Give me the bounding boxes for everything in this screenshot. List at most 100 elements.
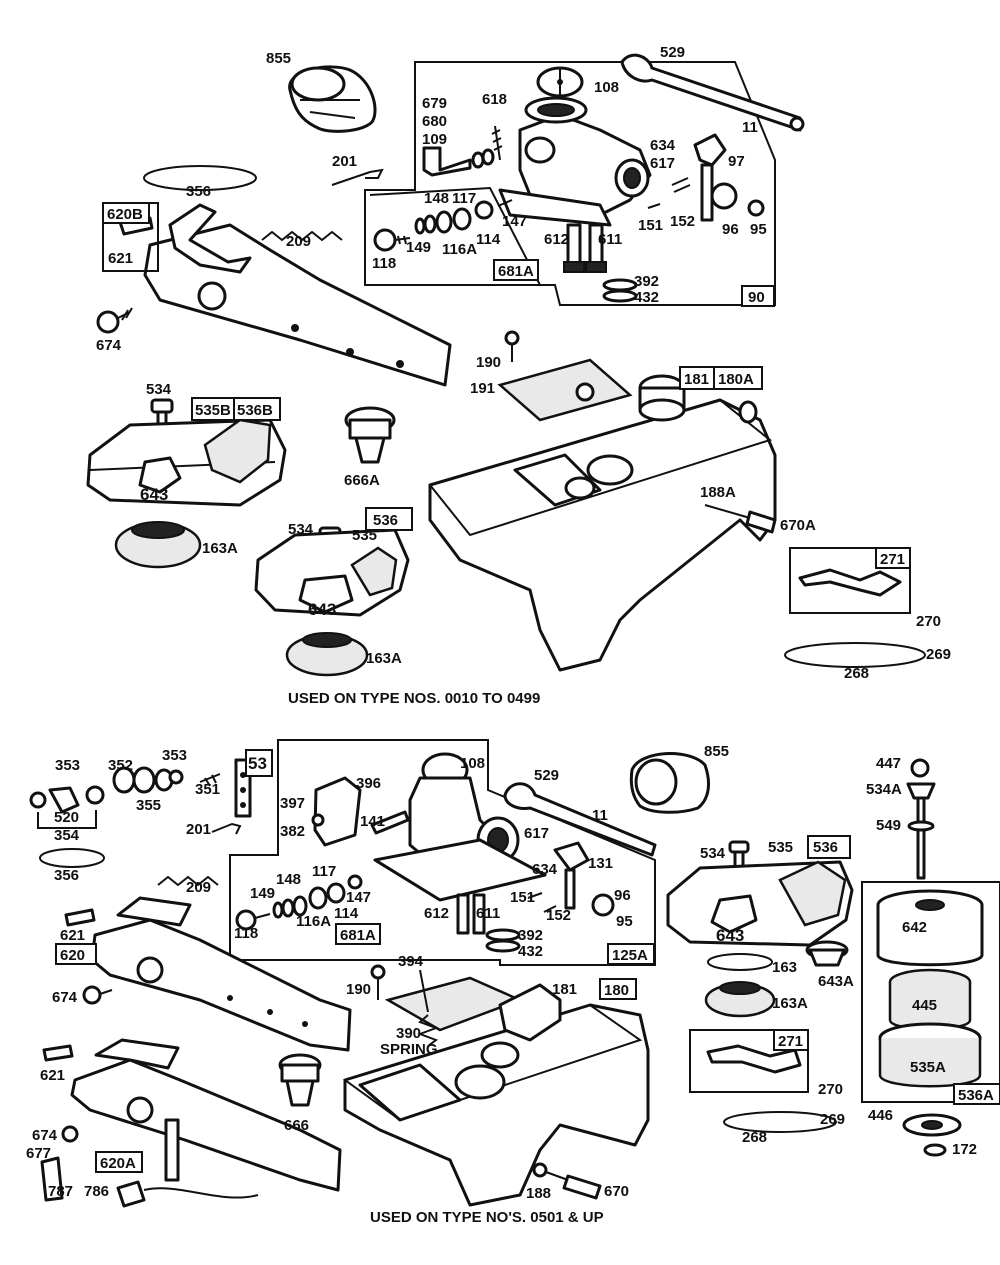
label-172: 172 xyxy=(952,1141,977,1158)
label-269: 269 xyxy=(926,646,951,663)
needle-valve-parts-bottom xyxy=(235,874,363,931)
fuel-pipe-11 xyxy=(620,53,805,132)
label-536B: 536B xyxy=(237,402,273,419)
gasket-432 xyxy=(602,289,638,303)
box-271b xyxy=(773,1029,809,1051)
label-643A: 643A xyxy=(818,973,854,990)
label-181b: 181 xyxy=(552,981,577,998)
label-118: 118 xyxy=(372,255,396,272)
label-535B: 535B xyxy=(195,402,231,419)
label-643b2: 643 xyxy=(716,926,744,945)
box-681Ab xyxy=(335,923,381,945)
label-209: 209 xyxy=(286,233,311,250)
label-611: 611 xyxy=(598,231,622,248)
filter-163A-center xyxy=(285,632,369,677)
label-351: 351 xyxy=(195,781,220,798)
box-536b xyxy=(807,835,851,859)
air-cleaner-536B xyxy=(86,398,287,507)
carburetor-body-bottom xyxy=(373,752,547,935)
gasket-432-bottom xyxy=(485,939,521,953)
label-180: 180 xyxy=(604,982,629,999)
governor-small-parts xyxy=(29,766,221,868)
label-397: 397 xyxy=(280,795,305,812)
label-390: 390 xyxy=(396,1025,421,1042)
filter-163A-upper xyxy=(114,521,202,569)
air-cleaner-536A-stack xyxy=(861,758,1000,1157)
label-674b2: 674 xyxy=(52,989,78,1006)
label-670A: 670A xyxy=(780,517,816,534)
label-679: 679 xyxy=(422,95,447,112)
carburetor-body xyxy=(498,96,652,273)
label-352: 352 xyxy=(108,757,133,774)
link-201-bottom xyxy=(211,822,242,835)
label-666A: 666A xyxy=(344,472,380,489)
label-53: 53 xyxy=(248,754,267,773)
label-209b: 209 xyxy=(186,879,211,896)
fuel-tank-top xyxy=(428,374,777,672)
control-bracket xyxy=(143,203,452,387)
label-188A: 188A xyxy=(700,484,736,501)
control-bracket-620A xyxy=(70,1038,342,1192)
label-149b: 149 xyxy=(250,885,275,902)
element-643A xyxy=(805,940,849,967)
label-534b: 534 xyxy=(288,521,314,538)
label-681A: 681A xyxy=(498,263,534,280)
air-elbow-855 xyxy=(288,65,377,133)
label-432: 432 xyxy=(634,289,659,306)
box-53 xyxy=(245,749,273,777)
label-163Ab: 163A xyxy=(366,650,402,667)
label-141: 141 xyxy=(360,813,385,830)
carburetor-group-frame-bottom xyxy=(229,739,656,966)
label-271: 271 xyxy=(880,551,905,568)
label-620B: 620B xyxy=(107,206,143,223)
label-96: 96 xyxy=(722,221,739,238)
label-549: 549 xyxy=(876,817,901,834)
fuel-line-670 xyxy=(532,1162,602,1200)
box-536A xyxy=(953,1083,1000,1105)
label-163: 163 xyxy=(772,959,797,976)
label-95b: 95 xyxy=(616,913,633,930)
label-855: 855 xyxy=(266,50,291,67)
throttle-parts-bottom xyxy=(527,841,615,917)
fuel-pipe-11-bottom xyxy=(503,782,657,857)
label-271b: 271 xyxy=(778,1033,803,1050)
top-assembly: 855 529 108 679 618 680 109 634 617 97 1… xyxy=(86,44,951,707)
label-163A: 163A xyxy=(202,540,238,557)
box-620A xyxy=(95,1151,143,1173)
box-90 xyxy=(741,285,775,307)
bottom-assembly: 353 352 353 53 396 108 855 529 447 534A … xyxy=(26,739,1000,1226)
label-529b: 529 xyxy=(534,767,559,784)
label-621c: 621 xyxy=(40,1067,65,1084)
label-536: 536 xyxy=(373,512,398,529)
label-96b: 96 xyxy=(614,887,631,904)
label-353a: 353 xyxy=(55,757,80,774)
label-spring: SPRING xyxy=(380,1041,438,1058)
label-446: 446 xyxy=(868,1107,893,1124)
label-152b: 152 xyxy=(546,907,571,924)
label-356b: 356 xyxy=(54,867,79,884)
label-529: 529 xyxy=(660,44,685,61)
needle-valve-parts xyxy=(373,199,513,252)
label-612b: 612 xyxy=(424,905,449,922)
label-445: 445 xyxy=(912,997,937,1014)
label-149: 149 xyxy=(406,239,431,256)
label-536A: 536A xyxy=(958,1087,994,1104)
label-677: 677 xyxy=(26,1145,51,1162)
pin-141 xyxy=(370,810,410,835)
label-114b: 114 xyxy=(334,905,359,922)
caption-bottom: USED ON TYPE NO'S. 0501 & UP xyxy=(370,1209,604,1226)
label-151b: 151 xyxy=(510,889,535,906)
label-268: 268 xyxy=(844,665,869,682)
label-535: 535 xyxy=(352,527,377,544)
label-620A: 620A xyxy=(100,1155,136,1172)
label-109: 109 xyxy=(422,131,447,148)
screw-674 xyxy=(96,307,133,334)
box-271 xyxy=(789,547,911,614)
label-534: 534 xyxy=(146,381,172,398)
label-147: 147 xyxy=(502,213,527,230)
label-270b: 270 xyxy=(818,1081,843,1098)
label-190b: 190 xyxy=(346,981,371,998)
label-432b: 432 xyxy=(518,943,543,960)
gasket-392-bottom xyxy=(485,928,521,942)
